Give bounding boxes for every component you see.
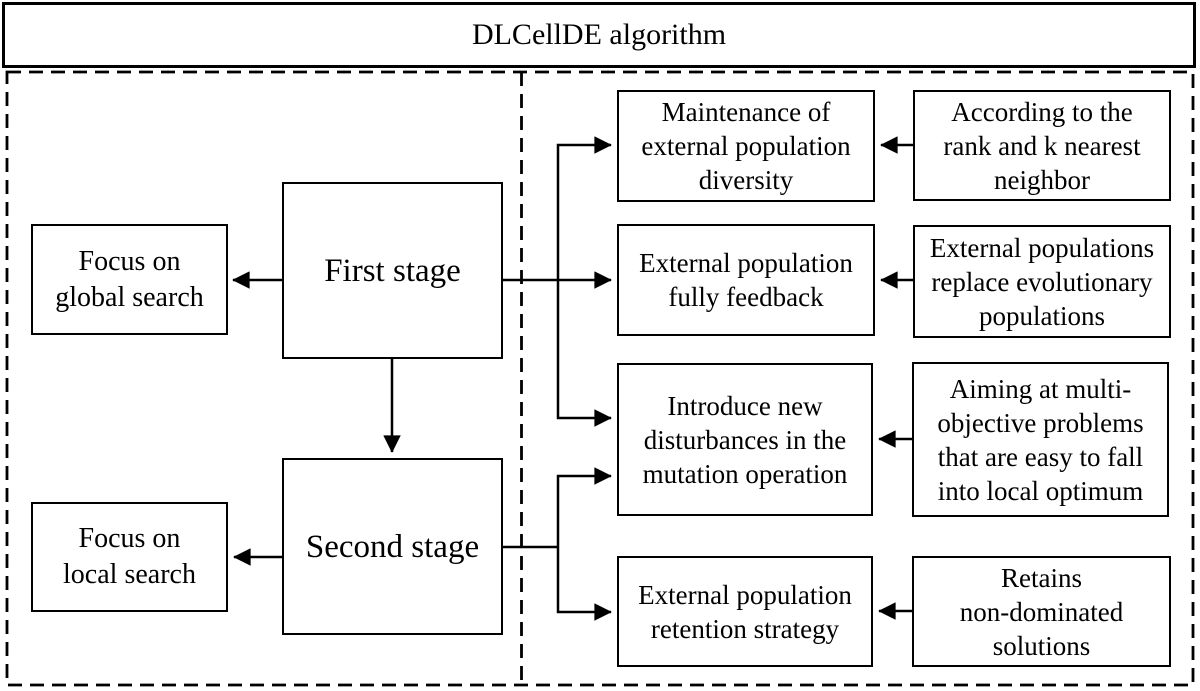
arrow-second-stage-to-retention: [556, 547, 612, 621]
node-focus-local-search: Focus on local search: [31, 502, 228, 612]
node-mutation-disturbance: Introduce new disturbances in the mutati…: [617, 363, 873, 516]
node-maintenance-diversity: Maintenance of external population diver…: [617, 90, 875, 202]
node-nondominated-explanation: Retains non-dominated solutions: [912, 556, 1171, 667]
node-second-stage: Second stage: [282, 458, 503, 635]
diagram-title: DLCellDE algorithm: [2, 2, 1196, 68]
arrow-first-stage-to-disturbance: [556, 280, 612, 427]
node-rank-knn-explanation: According to the rank and k nearest neig…: [913, 90, 1171, 201]
dashed-outer-border: [5, 70, 1195, 687]
node-first-stage: First stage: [282, 182, 503, 359]
node-focus-global-search: Focus on global search: [31, 224, 228, 335]
node-replace-populations-explanation: External populations replace evolutionar…: [913, 225, 1171, 338]
arrow-first-stage-to-maintenance: [556, 136, 612, 280]
node-fully-feedback: External population fully feedback: [617, 224, 875, 336]
node-local-optimum-explanation: Aiming at multi- objective problems that…: [912, 362, 1169, 517]
arrow-second-stage-to-disturbance: [556, 467, 612, 547]
node-retention-strategy: External population retention strategy: [617, 556, 873, 667]
